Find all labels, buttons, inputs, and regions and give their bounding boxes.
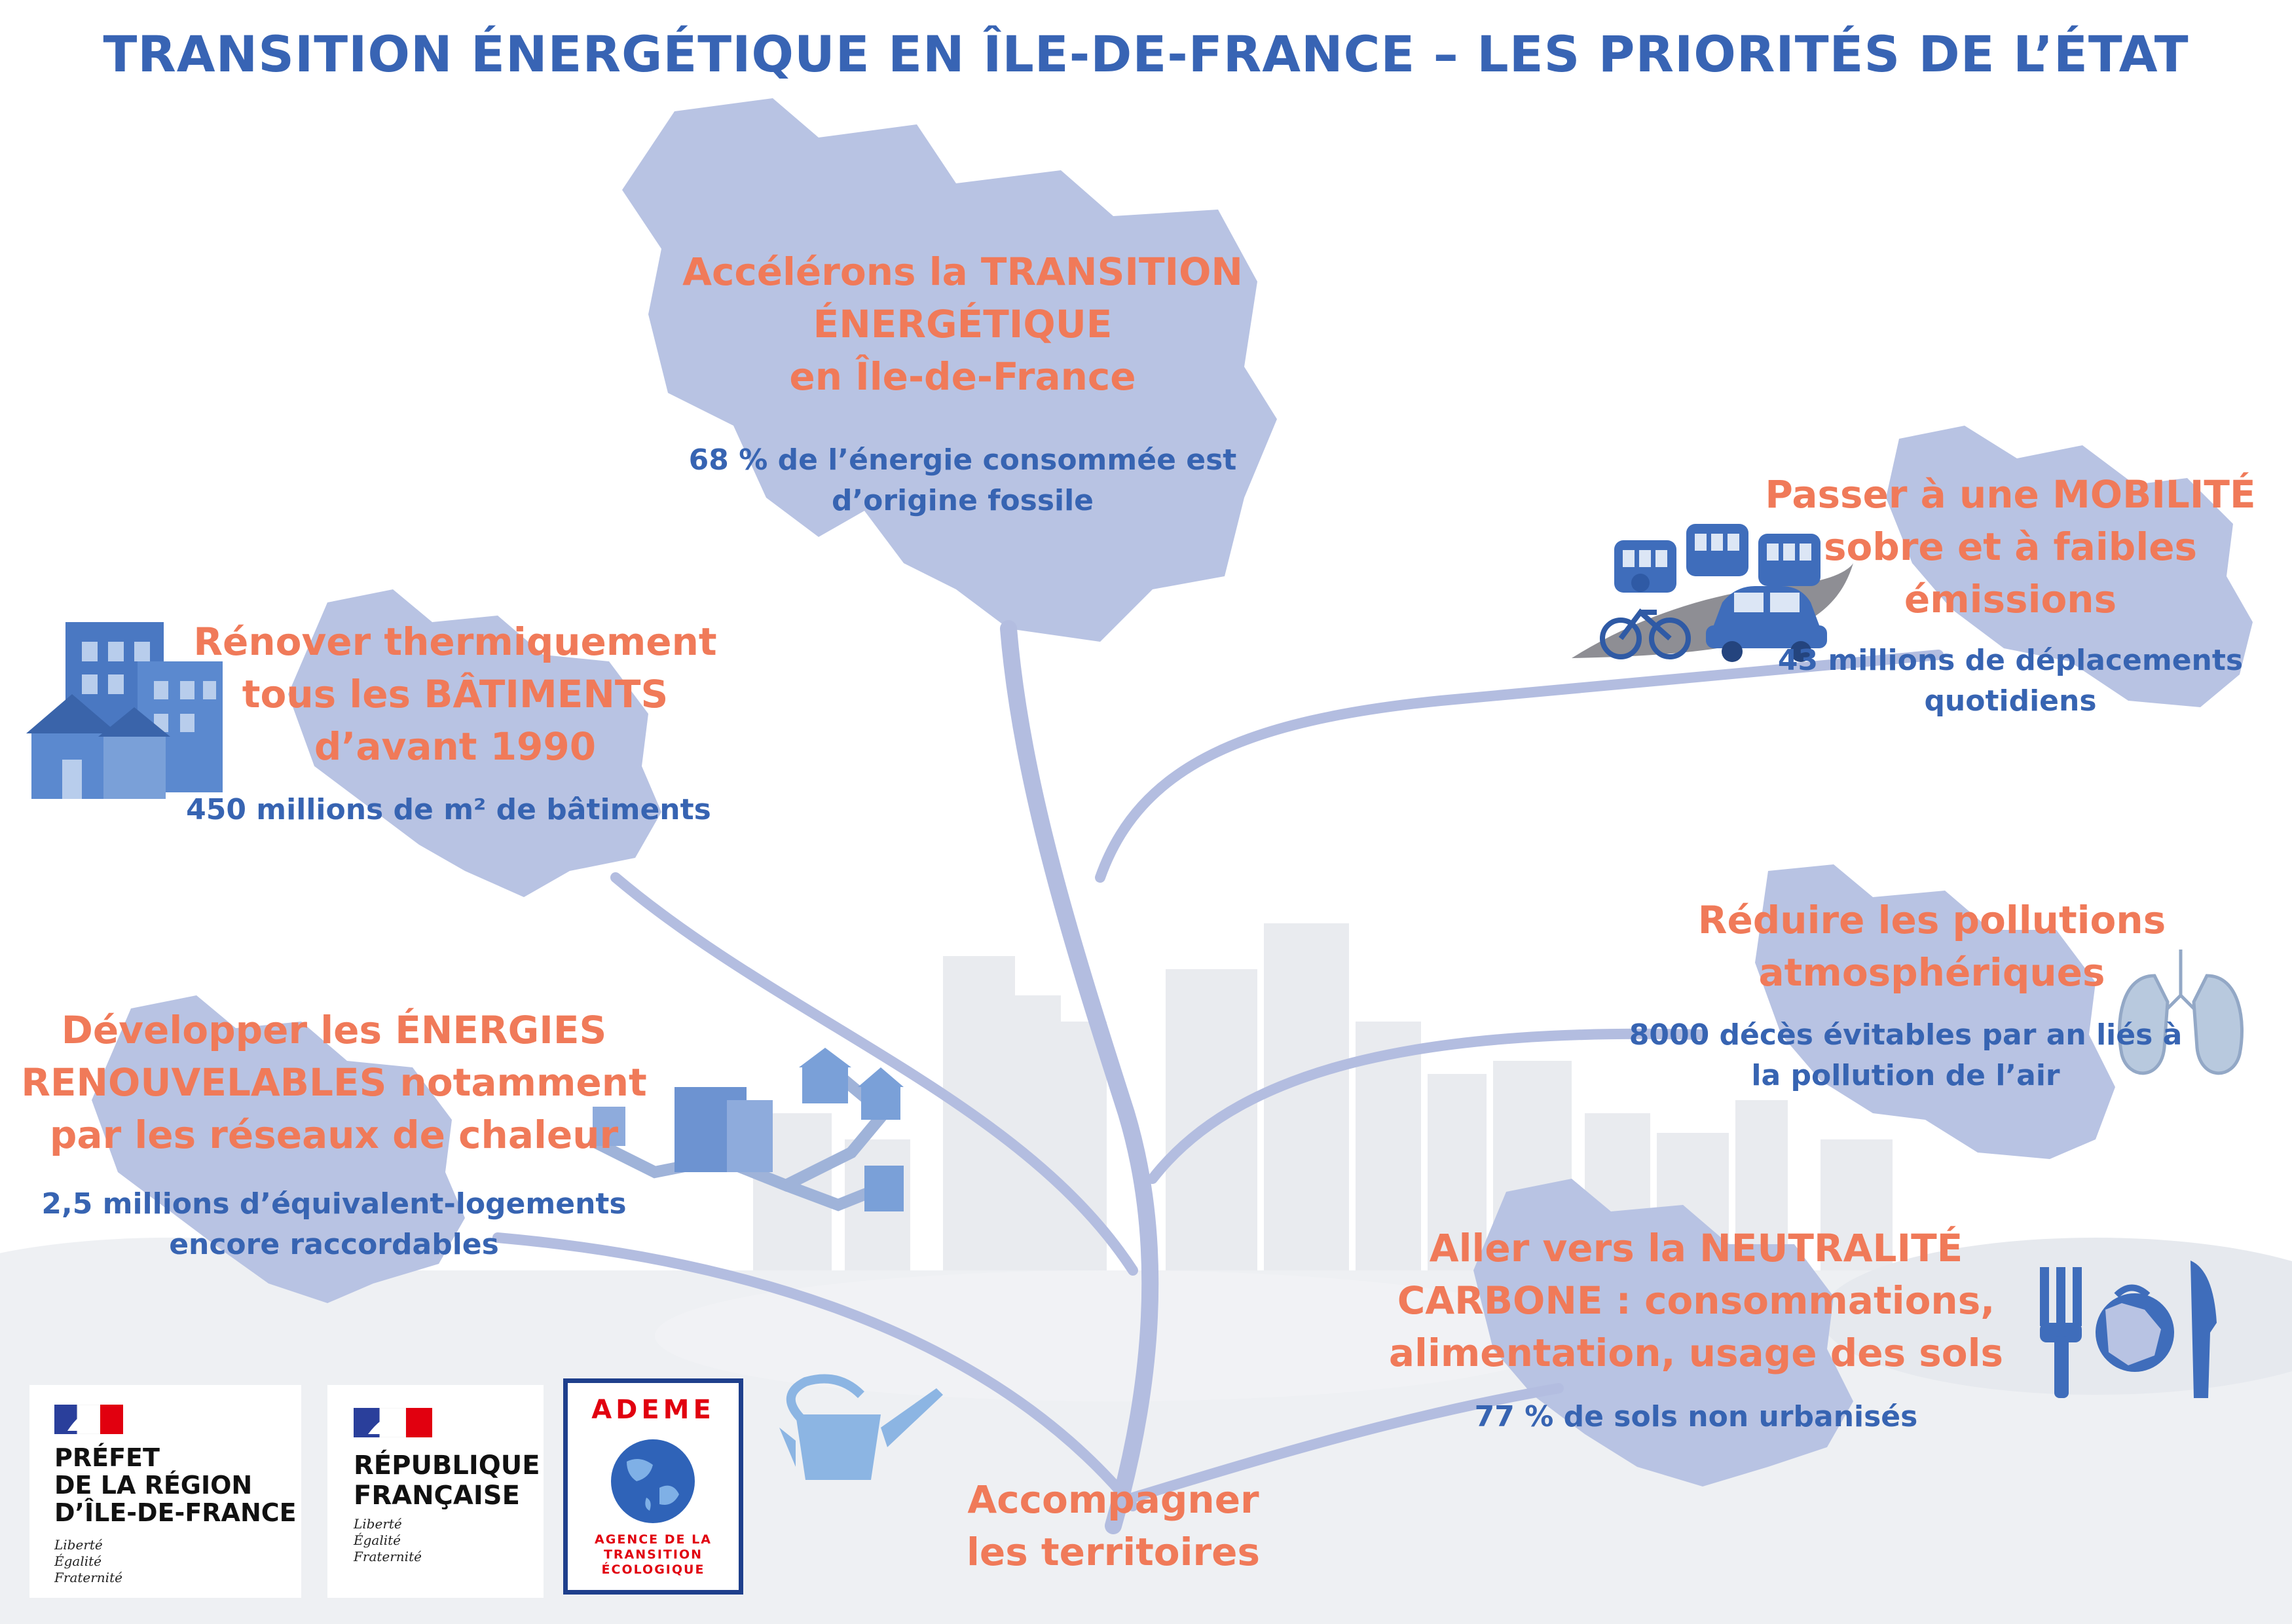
support-heading: Accompagner les territoires (884, 1473, 1342, 1578)
buildings-stat: 450 millions de m² de bâtiments (164, 790, 733, 830)
mobility-stat: 43 millions de déplacements quotidiens (1742, 640, 2279, 722)
renewables-stat: 2,5 millions d’équivalent-logements enco… (26, 1184, 642, 1265)
carbon-heading-line-2: CARBONE : consommations, (1397, 1278, 1995, 1323)
republique-motto-3: Fraternité (354, 1549, 422, 1564)
lungs-icon (2118, 950, 2244, 1075)
tram-icon (1614, 524, 1821, 593)
renewables-heading-line-1: Développer les ÉNERGIES (61, 1008, 607, 1052)
renewables-heading: Développer les ÉNERGIES RENOUVELABLES no… (0, 1004, 668, 1161)
support-heading-line-2: les territoires (967, 1530, 1260, 1574)
mobility-icons (1572, 524, 1853, 662)
central-stat-line-2: d’origine fossile (831, 484, 1094, 517)
renewables-heading-line-3: par les réseaux de chaleur (49, 1113, 619, 1157)
buildings-heading-line-1: Rénover thermiquement (193, 619, 717, 664)
renewables-heading-line-2: RENOUVELABLES notamment (21, 1060, 647, 1105)
central-heading-line-3: en Île-de-France (789, 354, 1136, 399)
mobility-stat-line-2: quotidiens (1924, 684, 2097, 718)
region-shapes (92, 98, 2253, 1486)
central-region-shape (622, 98, 1277, 642)
support-heading-line-1: Accompagner (967, 1477, 1259, 1522)
house-icon (26, 694, 170, 799)
buildings-heading-line-2: tous les BÂTIMENTS (242, 672, 669, 716)
buildings-heading: Rénover thermiquement tous les BÂTIMENTS… (177, 616, 733, 773)
carbon-heading: Aller vers la NEUTRALITÉ CARBONE : conso… (1369, 1222, 2024, 1379)
republique-motto-2: Égalité (354, 1532, 401, 1548)
buildings-stat-line-1: 450 millions de m² de bâtiments (186, 793, 711, 826)
mobility-heading: Passer à une MOBILITÉ sobre et à faibles… (1729, 468, 2292, 625)
marianne-flag-icon (54, 1405, 123, 1434)
central-stat: 68 % de l’énergie consommée est d’origin… (635, 440, 1290, 521)
pollution-stat-line-1: 8000 décès évitables par an liés à (1629, 1018, 2183, 1052)
buildings-icon (26, 622, 223, 799)
carbon-heading-line-3: alimentation, usage des sols (1388, 1331, 2004, 1375)
mobility-stat-line-1: 43 millions de déplacements (1777, 644, 2244, 677)
globe-icon (611, 1439, 695, 1523)
central-stat-line-1: 68 % de l’énergie consommée est (688, 443, 1237, 477)
branch-renewables (492, 1232, 1138, 1511)
republique-line-2: FRANÇAISE (354, 1481, 520, 1511)
branch-mobility (1095, 650, 1944, 883)
carbon-stat-line-1: 77 % de sols non urbanisés (1474, 1400, 1918, 1433)
mobility-heading-line-2: sobre et à faibles (1823, 525, 2198, 569)
pollution-stat-line-2: la pollution de l’air (1751, 1059, 2060, 1092)
renewables-stat-line-1: 2,5 millions d’équivalent-logements (41, 1187, 627, 1221)
pollution-stat: 8000 décès évitables par an liés à la po… (1617, 1015, 2194, 1096)
prefet-line-2: DE LA RÉGION (54, 1471, 253, 1500)
renewables-stat-line-2: encore raccordables (169, 1228, 499, 1261)
prefet-motto-3: Fraternité (54, 1570, 122, 1585)
republique-line-1: RÉPUBLIQUE (354, 1450, 540, 1481)
prefet-motto-2: Égalité (54, 1553, 102, 1569)
ademe-logo: ADEME AGENCE DE LA TRANSITION ÉCOLOGIQUE (563, 1378, 743, 1595)
buildings-heading-line-3: d’avant 1990 (314, 724, 597, 769)
branch-carbon (1121, 1383, 1564, 1505)
bicycle-icon (1600, 574, 1691, 659)
ademe-sub-line-1: AGENCE DE LA (595, 1532, 712, 1547)
buildings-region-shape (288, 589, 661, 897)
prefet-motto-1: Liberté (54, 1537, 103, 1553)
carbon-region-shape (1473, 1179, 1853, 1486)
mobility-heading-line-1: Passer à une MOBILITÉ (1765, 472, 2256, 517)
ademe-sub-line-2: TRANSITION (603, 1547, 703, 1562)
republique-motto-1: Liberté (354, 1516, 402, 1532)
ademe-subtitle: AGENCE DE LA TRANSITION ÉCOLOGIQUE (568, 1532, 739, 1578)
carbon-heading-line-1: Aller vers la NEUTRALITÉ (1429, 1226, 1963, 1270)
pollution-heading-line-1: Réduire les pollutions (1697, 898, 2166, 942)
tree-trunk (1000, 620, 1159, 1534)
central-heading-line-1: Accélérons la TRANSITION (682, 249, 1243, 294)
carbon-stat: 77 % de sols non urbanisés (1414, 1397, 1978, 1437)
ademe-sub-line-3: ÉCOLOGIQUE (601, 1562, 705, 1577)
page-title: TRANSITION ÉNERGÉTIQUE EN ÎLE-DE-FRANCE … (103, 25, 2189, 83)
republique-logo: RÉPUBLIQUE FRANÇAISE Liberté Égalité Fra… (327, 1385, 544, 1598)
pollution-region-shape (1755, 864, 2115, 1159)
ademe-name: ADEME (591, 1395, 715, 1425)
car-icon (1706, 586, 1827, 662)
central-heading-line-2: ÉNERGÉTIQUE (813, 302, 1113, 346)
tree-branches (492, 620, 1944, 1534)
watering-can-icon (779, 1374, 943, 1480)
branch-pollution (1147, 1028, 1708, 1184)
mobility-heading-line-3: émissions (1904, 577, 2117, 621)
prefet-line-1: PRÉFET (54, 1443, 160, 1472)
pollution-heading-line-2: atmosphériques (1758, 950, 2105, 995)
branch-buildings (610, 872, 1138, 1276)
renewables-region-shape (92, 995, 465, 1303)
prefet-logo: PRÉFET DE LA RÉGION D’ÎLE-DE-FRANCE Libe… (29, 1385, 301, 1598)
prefet-line-3: D’ÎLE-DE-FRANCE (54, 1498, 297, 1527)
pollution-heading: Réduire les pollutions atmosphériques (1650, 894, 2213, 999)
heat-network-icon (586, 1048, 904, 1211)
central-heading: Accélérons la TRANSITION ÉNERGÉTIQUE en … (602, 246, 1323, 403)
fork-knife-icon (2040, 1261, 2217, 1398)
mobility-region-shape (1886, 426, 2253, 707)
marianne-flag-icon-2 (354, 1408, 432, 1437)
